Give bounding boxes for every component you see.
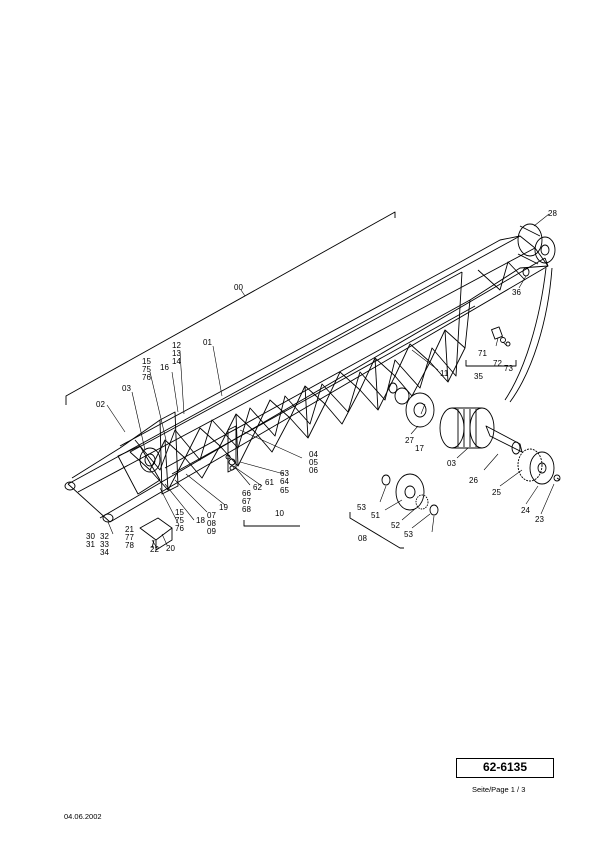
callout-24: 24 (521, 506, 530, 515)
callout-23: 23 (535, 515, 544, 524)
callout-64: 64 (280, 477, 289, 486)
hook-block (139, 517, 173, 551)
callout-34: 34 (100, 548, 109, 557)
callout-02: 02 (96, 400, 105, 409)
part-number-box: 62-6135 (456, 758, 554, 778)
callout-03-drum: 03 (447, 459, 456, 468)
callout-03: 03 (122, 384, 131, 393)
callout-52: 52 (391, 521, 400, 530)
callout-16: 16 (160, 363, 169, 372)
callout-53b: 53 (404, 530, 413, 539)
callout-77: 77 (125, 533, 134, 542)
callout-15b: 15 (175, 508, 184, 517)
callout-76b: 76 (175, 524, 184, 533)
callout-66: 66 (242, 489, 251, 498)
callout-67: 67 (242, 497, 251, 506)
callout-78: 78 (125, 541, 134, 550)
callout-22: 22 (150, 545, 159, 554)
callout-36: 36 (512, 288, 521, 297)
callout-26: 26 (469, 476, 478, 485)
callout-32: 32 (100, 532, 109, 541)
callout-28: 28 (548, 209, 557, 218)
callout-63: 63 (280, 469, 289, 478)
callout-14: 14 (172, 357, 181, 366)
callout-76a: 76 (142, 373, 151, 382)
callout-25: 25 (492, 488, 501, 497)
callout-21: 21 (125, 525, 134, 534)
callout-10: 10 (275, 509, 284, 518)
winch-drum-assembly (388, 382, 561, 485)
callout-35: 35 (474, 372, 483, 381)
callout-01: 01 (203, 338, 212, 347)
callout-75b: 75 (175, 516, 184, 525)
callout-12: 12 (172, 341, 181, 350)
callout-65: 65 (280, 486, 289, 495)
head-sheave (517, 223, 556, 265)
callout-08-gear: 08 (358, 534, 367, 543)
callout-18: 18 (196, 516, 205, 525)
gear-group-08 (349, 473, 439, 549)
callout-31: 31 (86, 540, 95, 549)
callout-05: 05 (309, 458, 318, 467)
callout-08: 08 (207, 519, 216, 528)
callout-51: 51 (371, 511, 380, 520)
callout-33: 33 (100, 540, 109, 549)
callout-27: 27 (405, 436, 414, 445)
callout-07: 07 (207, 511, 216, 520)
callout-17: 17 (415, 444, 424, 453)
callout-53a: 53 (357, 503, 366, 512)
callout-04: 04 (309, 450, 318, 459)
callout-72: 72 (493, 359, 502, 368)
leader-lines (106, 213, 555, 549)
bracket-marks (65, 211, 396, 527)
callout-09: 09 (207, 527, 216, 536)
callout-20: 20 (166, 544, 175, 553)
callout-62: 62 (253, 483, 262, 492)
callout-13: 13 (172, 349, 181, 358)
callout-73: 73 (504, 364, 513, 373)
callout-19: 19 (219, 503, 228, 512)
callout-15a: 15 (142, 357, 151, 366)
callout-labels: 00 01 02 03 12 13 14 15 75 76 16 04 05 0… (86, 209, 557, 557)
callout-00: 00 (234, 283, 243, 292)
callout-30: 30 (86, 532, 95, 541)
callout-61: 61 (265, 478, 274, 487)
callout-75a: 75 (142, 365, 151, 374)
page-reference: Seite/Page 1 / 3 (472, 785, 526, 794)
callout-68: 68 (242, 505, 251, 514)
callout-06: 06 (309, 466, 318, 475)
bracket-group-35 (465, 326, 517, 367)
callout-71: 71 (478, 349, 487, 358)
document-date: 04.06.2002 (64, 812, 102, 821)
callout-11: 11 (440, 369, 449, 378)
